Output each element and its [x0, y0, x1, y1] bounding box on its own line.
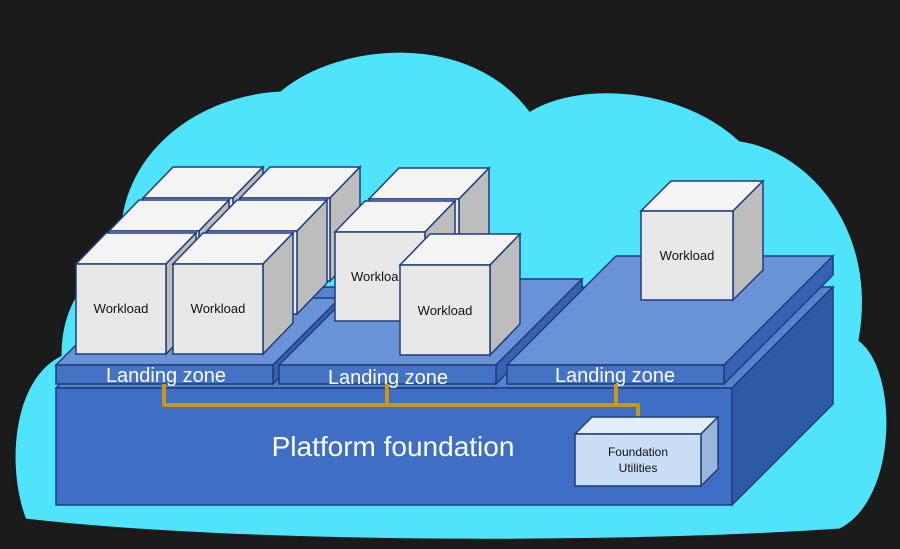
- platform-foundation-label: Platform foundation: [272, 431, 515, 462]
- workload-label: Workloa: [351, 269, 399, 284]
- landing-zone-label: Landing zone: [106, 365, 226, 387]
- workload-label: Workload: [660, 248, 715, 263]
- landing-zone-label: Landing zone: [555, 365, 675, 387]
- workload-label: Workload: [191, 301, 246, 316]
- utilities-label-line2: Utilities: [619, 461, 658, 475]
- utilities-front-face: [574, 433, 702, 487]
- utilities-label-line1: Foundation: [608, 445, 668, 459]
- cube-front-face: [640, 210, 734, 301]
- cube-front-face: [75, 263, 167, 355]
- workload-label: Workload: [94, 301, 149, 316]
- workload-label: Workload: [418, 303, 473, 318]
- workload-cube: Workload: [171, 231, 295, 356]
- workload-cube: Workload: [639, 179, 765, 302]
- connector-path: [162, 384, 640, 424]
- utilities-top-face: [573, 416, 720, 435]
- landing-zone-label: Landing zone: [328, 367, 448, 389]
- cube-front-face: [172, 263, 264, 355]
- workload-cube: Workload: [398, 232, 522, 357]
- foundation-utilities-box: Foundation Utilities: [573, 415, 720, 488]
- cube-front-face: [399, 264, 491, 356]
- connector-lines: [162, 384, 640, 424]
- landing-zone-3: Landing zone: [505, 254, 835, 387]
- workload-cubes: Workloa Workload Workload Workload: [74, 165, 765, 357]
